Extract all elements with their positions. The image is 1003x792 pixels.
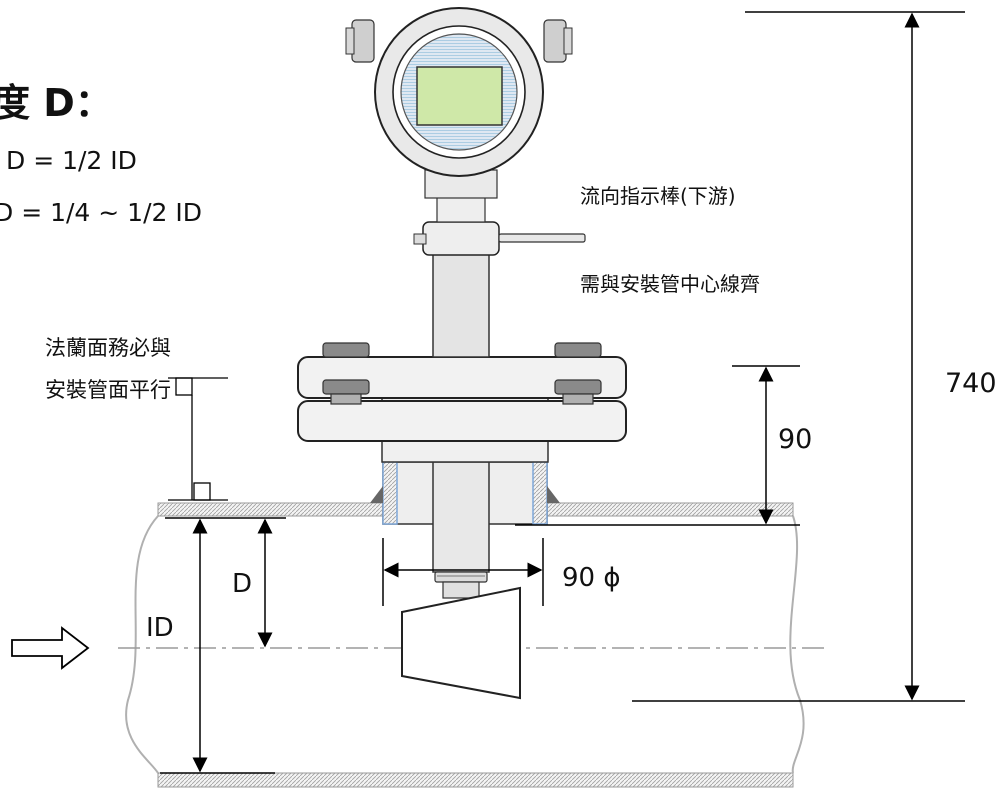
pipe-left-break	[125, 515, 159, 774]
parallel-symbol	[168, 377, 228, 501]
pipe-right-break	[789, 515, 805, 774]
dim-flange-height	[515, 365, 800, 526]
transmitter-housing	[345, 7, 573, 177]
bolt-top-left	[322, 342, 370, 358]
dim-inner-diameter-label: ID	[146, 613, 174, 643]
insertion-depth-heading: 度 D：	[0, 81, 113, 125]
sensor-stem	[432, 461, 490, 599]
flange-note-line-1: 法蘭面務必與	[45, 336, 171, 360]
dim-nozzle-width	[382, 538, 544, 606]
bolt-bottom-left	[322, 379, 370, 395]
upper-stem	[413, 169, 586, 358]
dim-inner-diameter	[160, 518, 275, 774]
flow-direction-rod	[498, 233, 586, 243]
bolt-top-right	[554, 342, 602, 358]
flow-indicator-label: 流向指示棒(下游)	[580, 184, 736, 208]
display-screen-icon	[416, 66, 503, 126]
centerline-align-label: 需與安裝管中心線齊	[580, 272, 760, 296]
insertion-depth-line-2: D = 1/4 ~ 1/2 ID	[0, 198, 202, 227]
bolt-bottom-right	[554, 379, 602, 395]
dim-nozzle-width-label: 90 ϕ	[562, 563, 621, 593]
flow-inlet-arrow-icon	[11, 626, 90, 670]
dim-insertion-depth	[165, 517, 286, 648]
flange-note-line-2: 安裝管面平行	[45, 378, 171, 402]
flange-assembly	[297, 356, 627, 463]
dim-flange-height-label: 90	[778, 424, 813, 455]
pipe-bottom-wall	[157, 772, 794, 788]
dim-insertion-depth-label: D	[232, 569, 253, 599]
bluff-body	[401, 586, 521, 700]
dim-total-height-label: 740	[945, 368, 997, 399]
dim-total-height	[632, 11, 965, 702]
insertion-depth-line-1: D = 1/2 ID	[6, 146, 137, 175]
flange-bolts	[322, 342, 602, 405]
